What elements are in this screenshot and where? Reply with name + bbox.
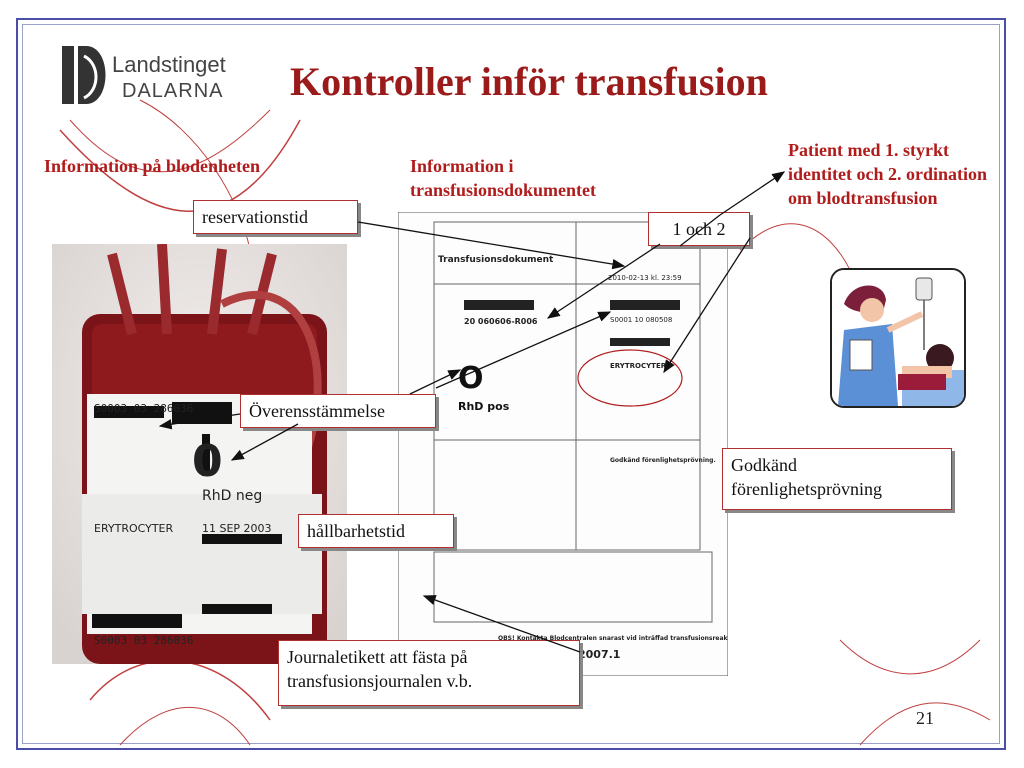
callout-reservationstid: reservationstid	[193, 200, 358, 234]
svg-text:O: O	[458, 361, 484, 396]
svg-text:RhD neg: RhD neg	[202, 488, 262, 504]
svg-text:S0001 10 080508: S0001 10 080508	[610, 316, 672, 324]
svg-text:RhD pos: RhD pos	[458, 400, 510, 413]
svg-text:2007.1: 2007.1	[578, 648, 620, 661]
slide-frame-inner	[22, 24, 1000, 744]
page-number: 21	[916, 708, 934, 728]
svg-text:11 SEP 2003: 11 SEP 2003	[202, 522, 272, 535]
slide-frame-outer	[16, 18, 1006, 750]
svg-text:0: 0	[192, 436, 223, 487]
svg-text:OBS! Kontakta Blodcentralen sn: OBS! Kontakta Blodcentralen snarast vid …	[498, 635, 728, 642]
callout-overensstammelse: Överensstämmelse	[240, 394, 436, 428]
logo-region: DALARNA	[122, 80, 224, 102]
svg-text:S0003 03 286036: S0003 03 286036	[94, 634, 193, 647]
logo-name: Landstinget	[112, 52, 226, 77]
svg-text:2010-02-13 kl. 23:59: 2010-02-13 kl. 23:59	[608, 274, 682, 282]
svg-text:ERYTROCYTER: ERYTROCYTER	[610, 362, 667, 370]
callout-hallbarhetstid: hållbarhetstid	[298, 514, 454, 548]
svg-text:ERYTROCYTER: ERYTROCYTER	[94, 522, 174, 535]
callout-godkand-forenlighetsprovning: Godkänd förenlighetsprövning	[722, 448, 952, 510]
heading-document: Information i transfusionsdokumentet	[410, 156, 597, 200]
transfusion-document: Transfusionsdokument 20 060606-R006 O Rh…	[398, 212, 728, 676]
svg-text:Transfusionsdokument: Transfusionsdokument	[438, 255, 554, 265]
slide-title: Kontroller inför transfusion	[290, 59, 768, 104]
svg-text:S0003 03 286036: S0003 03 286036	[94, 402, 193, 415]
heading-blood-unit: Information på blodenheten	[44, 156, 261, 176]
heading-patient: Patient med 1. styrkt identitet och 2. o…	[788, 140, 988, 208]
callout-1-och-2: 1 och 2	[648, 212, 750, 246]
landstinget-logo	[62, 46, 106, 104]
nurse-patient-clipart	[830, 268, 966, 408]
svg-text:20 060606-R006: 20 060606-R006	[464, 317, 538, 326]
callout-journaletikett: Journaletikett att fästa på transfusions…	[278, 640, 580, 706]
blood-bag-photo: 0 RhD neg ERYTROCYTER 11 SEP 2003 S0003 …	[52, 244, 347, 664]
svg-text:Godkänd förenlighetsprövning.: Godkänd förenlighetsprövning.	[610, 457, 716, 464]
